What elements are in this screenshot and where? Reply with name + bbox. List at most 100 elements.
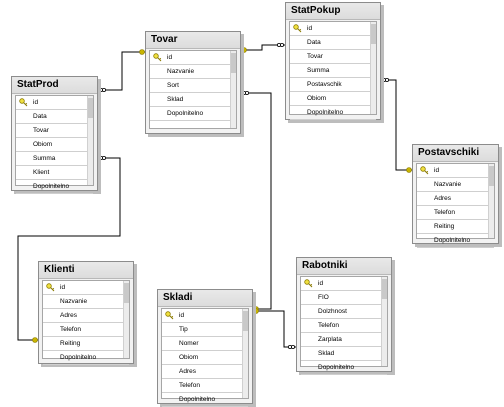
field-name: id bbox=[179, 312, 185, 319]
field-row[interactable]: Dolzhnost bbox=[301, 305, 387, 319]
field-row[interactable]: Tip bbox=[162, 323, 248, 337]
scrollbar[interactable] bbox=[488, 164, 494, 238]
scrollbar[interactable] bbox=[230, 51, 236, 128]
field-name: Dopolnitelno bbox=[434, 237, 471, 244]
field-row[interactable]: Dopolnitelno bbox=[301, 361, 387, 375]
key-end-icon bbox=[406, 167, 412, 173]
scrollbar-thumb[interactable] bbox=[382, 279, 387, 299]
primary-key-field[interactable]: id bbox=[290, 22, 376, 36]
table-title[interactable]: Skladi bbox=[158, 290, 252, 307]
primary-key-field[interactable]: id bbox=[43, 281, 129, 295]
field-row[interactable]: Nomer bbox=[162, 337, 248, 351]
field-row[interactable]: Sklad bbox=[301, 347, 387, 361]
field-name: id bbox=[318, 280, 324, 287]
field-name: Data bbox=[307, 39, 321, 46]
table-title[interactable]: StatPokup bbox=[286, 3, 380, 20]
field-name: Zarplata bbox=[318, 336, 342, 343]
scrollbar-thumb[interactable] bbox=[371, 24, 376, 44]
link-skladi-rabotniki[interactable] bbox=[253, 308, 296, 349]
field-row[interactable]: Dopolnitelno bbox=[162, 393, 248, 407]
field-row[interactable]: Reiting bbox=[417, 220, 494, 234]
field-name: Summa bbox=[307, 67, 330, 74]
field-name: Sklad bbox=[318, 350, 335, 357]
field-row[interactable]: Telefon bbox=[43, 323, 129, 337]
table-title[interactable]: Tovar bbox=[146, 32, 240, 49]
field-name: Nazvanie bbox=[167, 68, 195, 75]
field-row[interactable]: Adres bbox=[162, 365, 248, 379]
link-statprod-tovar[interactable] bbox=[98, 49, 145, 93]
field-row[interactable]: Dopolnitelno bbox=[43, 351, 129, 365]
field-name: id bbox=[167, 54, 173, 61]
field-name: Data bbox=[33, 113, 47, 120]
scrollbar-thumb[interactable] bbox=[231, 53, 236, 73]
primary-key-icon bbox=[19, 98, 28, 107]
field-name: Telefon bbox=[434, 209, 455, 216]
field-row[interactable]: Telefon bbox=[301, 319, 387, 333]
scrollbar[interactable] bbox=[381, 277, 387, 366]
field-row[interactable]: Summa bbox=[16, 152, 93, 166]
primary-key-field[interactable]: id bbox=[150, 51, 236, 65]
scrollbar[interactable] bbox=[242, 309, 248, 398]
field-row[interactable]: Telefon bbox=[162, 379, 248, 393]
infinity-end-icon bbox=[241, 91, 249, 96]
link-tovar-skladi[interactable] bbox=[241, 91, 272, 312]
field-row[interactable]: Klient bbox=[16, 166, 93, 180]
scrollbar[interactable] bbox=[87, 96, 93, 185]
link-statpokup-postav[interactable] bbox=[381, 78, 412, 173]
field-row[interactable]: Obiom bbox=[162, 351, 248, 365]
field-row[interactable]: Nazvanie bbox=[150, 65, 236, 79]
field-row[interactable]: Postavschik bbox=[290, 78, 376, 92]
scrollbar[interactable] bbox=[370, 22, 376, 114]
field-row[interactable]: Zarplata bbox=[301, 333, 387, 347]
field-row[interactable]: Dopolnitelno bbox=[16, 180, 93, 194]
field-row[interactable]: Dopolnitelno bbox=[417, 234, 494, 248]
scrollbar-thumb[interactable] bbox=[243, 311, 248, 331]
field-row[interactable]: Data bbox=[290, 36, 376, 50]
table-title[interactable]: Rabotniki bbox=[297, 258, 391, 275]
field-row[interactable]: Obiom bbox=[16, 138, 93, 152]
field-row[interactable]: Telefon bbox=[417, 206, 494, 220]
field-row[interactable]: Dopolnitelno bbox=[290, 106, 376, 120]
field-row[interactable]: Summa bbox=[290, 64, 376, 78]
field-row[interactable]: FIO bbox=[301, 291, 387, 305]
field-row[interactable]: Tovar bbox=[16, 124, 93, 138]
scrollbar-thumb[interactable] bbox=[88, 98, 93, 118]
table-title[interactable]: Postavschiki bbox=[413, 145, 498, 162]
table-title[interactable]: Klienti bbox=[39, 262, 133, 279]
table-title[interactable]: StatProd bbox=[12, 77, 97, 94]
primary-key-icon bbox=[420, 166, 429, 175]
field-row[interactable]: Sklad bbox=[150, 93, 236, 107]
scrollbar-thumb[interactable] bbox=[489, 166, 494, 186]
field-row[interactable]: Adres bbox=[417, 192, 494, 206]
field-row[interactable]: Nazvanie bbox=[43, 295, 129, 309]
field-row[interactable]: Adres bbox=[43, 309, 129, 323]
field-row[interactable]: Sort bbox=[150, 79, 236, 93]
scrollbar-thumb[interactable] bbox=[124, 283, 129, 303]
field-row[interactable]: Dopolnitelno bbox=[150, 107, 236, 121]
primary-key-field[interactable]: id bbox=[301, 277, 387, 291]
field-row[interactable]: Reiting bbox=[43, 337, 129, 351]
infinity-end-icon bbox=[287, 344, 295, 349]
field-row[interactable]: Nazvanie bbox=[417, 178, 494, 192]
field-name: Dopolnitelno bbox=[318, 364, 355, 371]
field-name: Nazvanie bbox=[60, 298, 88, 305]
field-row[interactable]: Tovar bbox=[290, 50, 376, 64]
field-row[interactable]: Obiom bbox=[290, 92, 376, 106]
primary-key-field[interactable]: id bbox=[16, 96, 93, 110]
primary-key-field[interactable]: id bbox=[417, 164, 494, 178]
scrollbar[interactable] bbox=[123, 281, 129, 358]
field-row[interactable]: Data bbox=[16, 110, 93, 124]
primary-key-icon bbox=[165, 311, 174, 320]
field-name: Dopolnitelno bbox=[60, 354, 97, 361]
link-tovar-statpokup[interactable] bbox=[241, 43, 285, 53]
primary-key-field[interactable]: id bbox=[162, 309, 248, 323]
